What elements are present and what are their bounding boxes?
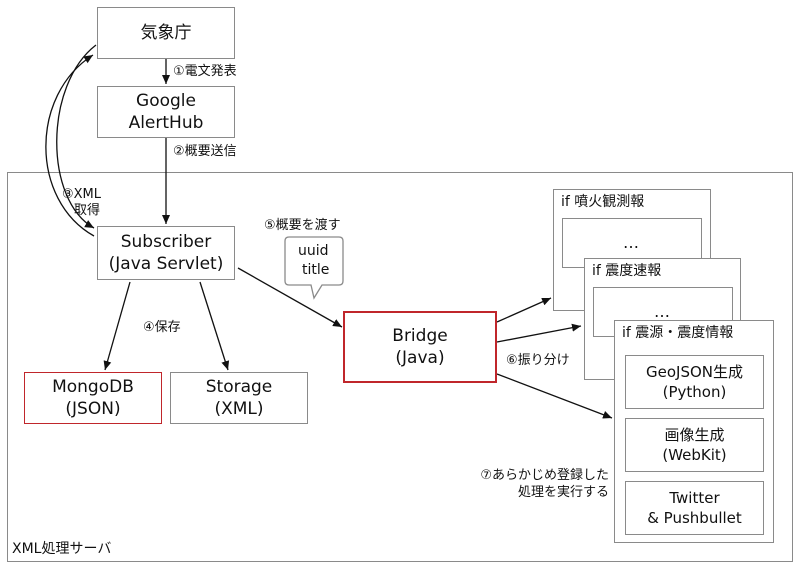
step7-label-line2: 処理を実行する — [517, 485, 609, 500]
image-gen-node: 画像生成 (WebKit) — [625, 418, 764, 472]
step3-label-line2: 取得 — [74, 203, 101, 218]
storage-label-line2: (XML) — [214, 399, 264, 419]
arrow-bridge-panel2 — [496, 323, 582, 343]
mongodb-label-line2: (JSON) — [65, 399, 121, 419]
twitter-node: Twitter & Pushbullet — [625, 481, 764, 535]
twitter-label-line1: Twitter — [669, 489, 720, 507]
geojson-label-line2: (Python) — [662, 383, 727, 401]
arrow-subscriber-mongodb — [103, 281, 131, 371]
bridge-node: Bridge (Java) — [343, 311, 497, 383]
panel-intensity-title: if 震度速報 — [592, 263, 662, 279]
step1-label: ①電文発表 — [173, 64, 237, 79]
subscriber-node: Subscriber (Java Servlet) — [97, 226, 235, 280]
panel-eruption-ellipsis: … — [623, 233, 639, 252]
bubble-line1: uuid — [298, 243, 329, 259]
geojson-node: GeoJSON生成 (Python) — [625, 355, 764, 409]
image-gen-label-line2: (WebKit) — [662, 446, 727, 464]
geojson-label-line1: GeoJSON生成 — [645, 363, 743, 381]
arrow-subscriber-storage — [199, 281, 230, 371]
step2-label: ②概要送信 — [173, 144, 237, 159]
step3-label-line1: ③XML — [62, 187, 102, 202]
subscriber-label-line1: Subscriber — [120, 232, 212, 252]
storage-label-line1: Storage — [205, 377, 273, 397]
alerthub-label-line1: Google — [136, 91, 196, 111]
bubble-line2: title — [302, 262, 330, 278]
subscriber-label-line2: (Java Servlet) — [108, 254, 224, 274]
arrow-bridge-panel3 — [496, 373, 613, 419]
bridge-label-line1: Bridge — [392, 326, 448, 346]
jma-label: 気象庁 — [140, 23, 192, 43]
mongodb-node: MongoDB (JSON) — [24, 372, 162, 424]
arrow-subscriber-bridge — [237, 267, 343, 328]
alerthub-label-line2: AlertHub — [128, 113, 204, 133]
image-gen-label-line1: 画像生成 — [664, 426, 725, 444]
step5-label: ⑤概要を渡す — [264, 218, 341, 233]
panel-hypocenter-title: if 震源・震度情報 — [622, 325, 734, 341]
twitter-label-line2: & Pushbullet — [647, 509, 742, 527]
mongodb-label-line1: MongoDB — [52, 377, 134, 397]
jma-node: 気象庁 — [97, 7, 235, 59]
step7-label-line1: ⑦あらかじめ登録した — [480, 468, 609, 483]
step4-label: ④保存 — [143, 320, 181, 335]
alerthub-node: Google AlertHub — [97, 86, 235, 138]
arrow-bridge-panel1 — [496, 297, 552, 323]
server-label: XML処理サーバ — [12, 541, 112, 557]
step6-label: ⑥振り分け — [506, 353, 570, 368]
arrow-jma-subscriber — [56, 44, 97, 229]
panel-intensity-ellipsis: … — [654, 302, 670, 321]
panel-eruption-title: if 噴火観測報 — [561, 194, 645, 210]
storage-node: Storage (XML) — [170, 372, 308, 424]
bridge-label-line2: (Java) — [395, 348, 445, 368]
bubble-shape — [284, 236, 344, 300]
